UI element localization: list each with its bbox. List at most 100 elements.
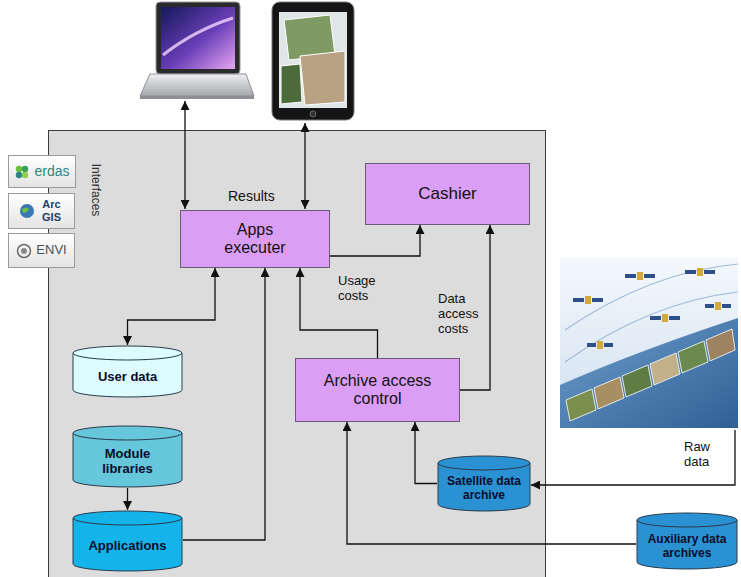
database-cylinder: Satellite data archive [437, 455, 531, 512]
flow-label: Raw data [684, 440, 724, 470]
cylinder-top [438, 456, 530, 470]
cylinder-top [637, 513, 737, 527]
image-tile [622, 365, 652, 397]
laptop-display [161, 7, 235, 69]
flow-label: Results [228, 188, 275, 204]
connector-arrow [183, 268, 265, 540]
logo-dot [16, 165, 22, 171]
satellite-body [585, 296, 591, 304]
connector-group [128, 225, 637, 544]
node-label: Module libraries [83, 447, 173, 477]
satellite-body [637, 272, 643, 280]
satellite-illustration [560, 258, 738, 428]
laptop-base [140, 74, 254, 96]
earth-surface [560, 318, 738, 428]
solar-panel [704, 270, 715, 274]
image-tile [678, 341, 708, 373]
satellite-icon [587, 341, 613, 349]
process-box: Archive access control [295, 358, 460, 422]
solar-panel [592, 298, 603, 302]
node-label: ENVI [36, 243, 66, 258]
tablet-button [310, 111, 316, 117]
results-arrow [184, 101, 185, 209]
node-label: Cashier [418, 184, 477, 204]
image-tile [650, 353, 680, 385]
raw-data-arrow [531, 430, 735, 485]
sky-ground [560, 258, 738, 428]
solar-panel [705, 304, 714, 308]
node-label: Archive access control [313, 372, 443, 409]
connector-arrow [127, 488, 128, 510]
solar-panel [650, 316, 661, 320]
process-box: Cashier [365, 163, 530, 225]
connector-arrow [128, 268, 216, 345]
cylinder-top [73, 426, 182, 440]
satellite-body [715, 302, 721, 310]
map-tile [300, 51, 345, 105]
connector-arrow [330, 225, 420, 256]
satellite-body [662, 314, 668, 322]
solar-panel [604, 343, 613, 347]
image-tile [594, 377, 624, 409]
satellite-body [697, 268, 703, 276]
image-tile [706, 329, 735, 361]
connector-arrow [415, 422, 437, 484]
laptop-illustration [140, 2, 254, 99]
cylinder-top [73, 346, 182, 360]
node-label: Satellite data archive [445, 475, 523, 503]
node-label: Arc GIS [39, 198, 65, 223]
image-tile [566, 389, 596, 421]
logo-icon [16, 243, 32, 259]
software-logo: ENVI [8, 233, 75, 268]
cylinder-body [73, 433, 182, 487]
software-logo: erdas [8, 155, 76, 188]
satellite-icon [625, 272, 655, 280]
node-label: User data [98, 370, 157, 385]
orbit-line [565, 292, 738, 362]
logo-icon [19, 203, 35, 219]
logo-dot [16, 171, 22, 177]
tablet-illustration [272, 2, 354, 120]
node-label: erdas [34, 163, 69, 179]
node-label: Auxiliary data archives [647, 533, 727, 561]
satellite-icon [705, 302, 731, 310]
logo-globe [20, 204, 34, 218]
software-logo: Arc GIS [8, 193, 75, 229]
solar-panel [722, 304, 731, 308]
process-box: Apps executer [180, 210, 330, 268]
connector-arrow [347, 422, 636, 544]
wallpaper-swoosh [163, 18, 233, 55]
laptop-edge [140, 96, 254, 99]
orbit-line [565, 264, 738, 330]
node-label: Applications [88, 539, 166, 554]
logo-icon [14, 164, 30, 180]
satellite-icon [573, 296, 603, 304]
satellite-icon [685, 268, 715, 276]
solar-panel [573, 298, 584, 302]
satellite-icon [650, 314, 680, 322]
edge-label: Data access costs [438, 292, 484, 337]
cylinder-body [73, 518, 182, 571]
results-arrow [304, 123, 305, 209]
vertical-label: Interfaces [88, 164, 102, 217]
solar-panel [685, 270, 696, 274]
node-label: Apps executer [210, 221, 300, 258]
database-cylinder: Applications [72, 510, 183, 572]
laptop-screen-frame [156, 2, 240, 74]
solar-panel [587, 343, 596, 347]
solar-panel [644, 274, 655, 278]
database-cylinder: Auxiliary data archives [636, 512, 738, 570]
edge-label: Usage costs [338, 274, 388, 304]
tablet-frame [272, 2, 354, 120]
satellite-body [597, 341, 603, 349]
solar-panel [669, 316, 680, 320]
cylinder-top [73, 511, 182, 525]
database-cylinder: User data [72, 345, 183, 398]
logo-dot [22, 165, 28, 171]
logo-land [22, 208, 29, 214]
tablet-screen [279, 12, 347, 108]
logo-dot [22, 171, 28, 177]
